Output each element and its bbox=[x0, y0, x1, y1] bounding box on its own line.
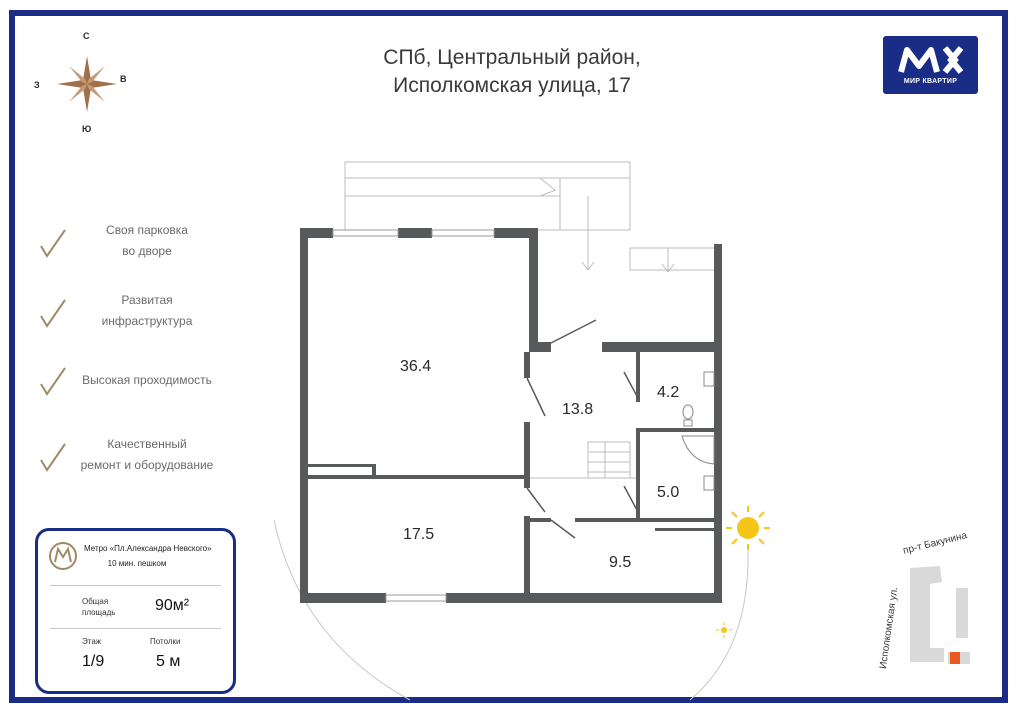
sun-arc bbox=[273, 519, 749, 701]
compass-west-label: З bbox=[34, 80, 40, 90]
sun-marker-icon bbox=[716, 622, 732, 638]
feature-traffic: Высокая проходимость bbox=[82, 373, 212, 387]
address-title: СПб, Центральный район, Исполкомская ули… bbox=[300, 44, 724, 100]
divider bbox=[50, 585, 221, 586]
divider bbox=[50, 628, 221, 629]
check-icon bbox=[40, 299, 66, 328]
address-line-1: СПб, Центральный район, bbox=[383, 46, 641, 69]
feature-renovation: Качественный ремонт и оборудование bbox=[80, 437, 214, 472]
compass-south-label: Ю bbox=[82, 124, 92, 134]
area-value: 90м² bbox=[155, 597, 190, 614]
brand-mark-icon bbox=[898, 46, 964, 74]
ceiling-label: Потолки bbox=[150, 637, 181, 646]
room-area-bathroom-1: 4.2 bbox=[657, 384, 680, 401]
info-card: Метро «Пл.Александра Невского» 10 мин. п… bbox=[35, 528, 236, 694]
metro-walk-time: 10 мин. пешком bbox=[107, 559, 167, 568]
sun-icon bbox=[726, 506, 770, 550]
location-map bbox=[910, 566, 970, 664]
compass-north-label: С bbox=[83, 31, 90, 41]
room-area-living: 36.4 bbox=[400, 358, 432, 375]
moon-icon bbox=[245, 483, 270, 524]
doors bbox=[526, 319, 639, 539]
check-icon bbox=[40, 367, 66, 396]
check-icon bbox=[40, 229, 66, 258]
address-line-2: Исполкомская улица, 17 bbox=[393, 74, 631, 97]
compass-rose-icon bbox=[57, 56, 117, 112]
room-area-kitchen: 9.5 bbox=[609, 554, 632, 571]
room-area-bathroom-2: 5.0 bbox=[657, 484, 680, 501]
bathroom-fixtures bbox=[681, 371, 715, 491]
ceiling-value: 5 м bbox=[156, 653, 181, 670]
compass-east-label: В bbox=[120, 74, 127, 84]
feature-parking: Своя парковка во дворе bbox=[106, 223, 188, 258]
metro-station: Метро «Пл.Александра Невского» bbox=[84, 544, 212, 553]
brand-logo: МИР КВАРТИР bbox=[883, 36, 978, 94]
page-frame bbox=[9, 10, 1008, 703]
floor-value: 1/9 bbox=[82, 653, 105, 670]
room-area-hall: 13.8 bbox=[562, 401, 594, 418]
check-icon bbox=[40, 443, 66, 472]
windows bbox=[332, 229, 495, 602]
walls bbox=[300, 228, 722, 603]
area-label: Общая площадь bbox=[82, 597, 116, 617]
location-marker bbox=[950, 652, 960, 664]
interior-stairs bbox=[530, 441, 640, 479]
room-area-bedroom: 17.5 bbox=[403, 526, 435, 543]
metro-logo-icon bbox=[49, 542, 77, 570]
feature-infrastructure: Развитая инфраструктура bbox=[101, 293, 193, 328]
brand-name: МИР КВАРТИР bbox=[903, 78, 958, 85]
floor-label: Этаж bbox=[82, 637, 102, 646]
